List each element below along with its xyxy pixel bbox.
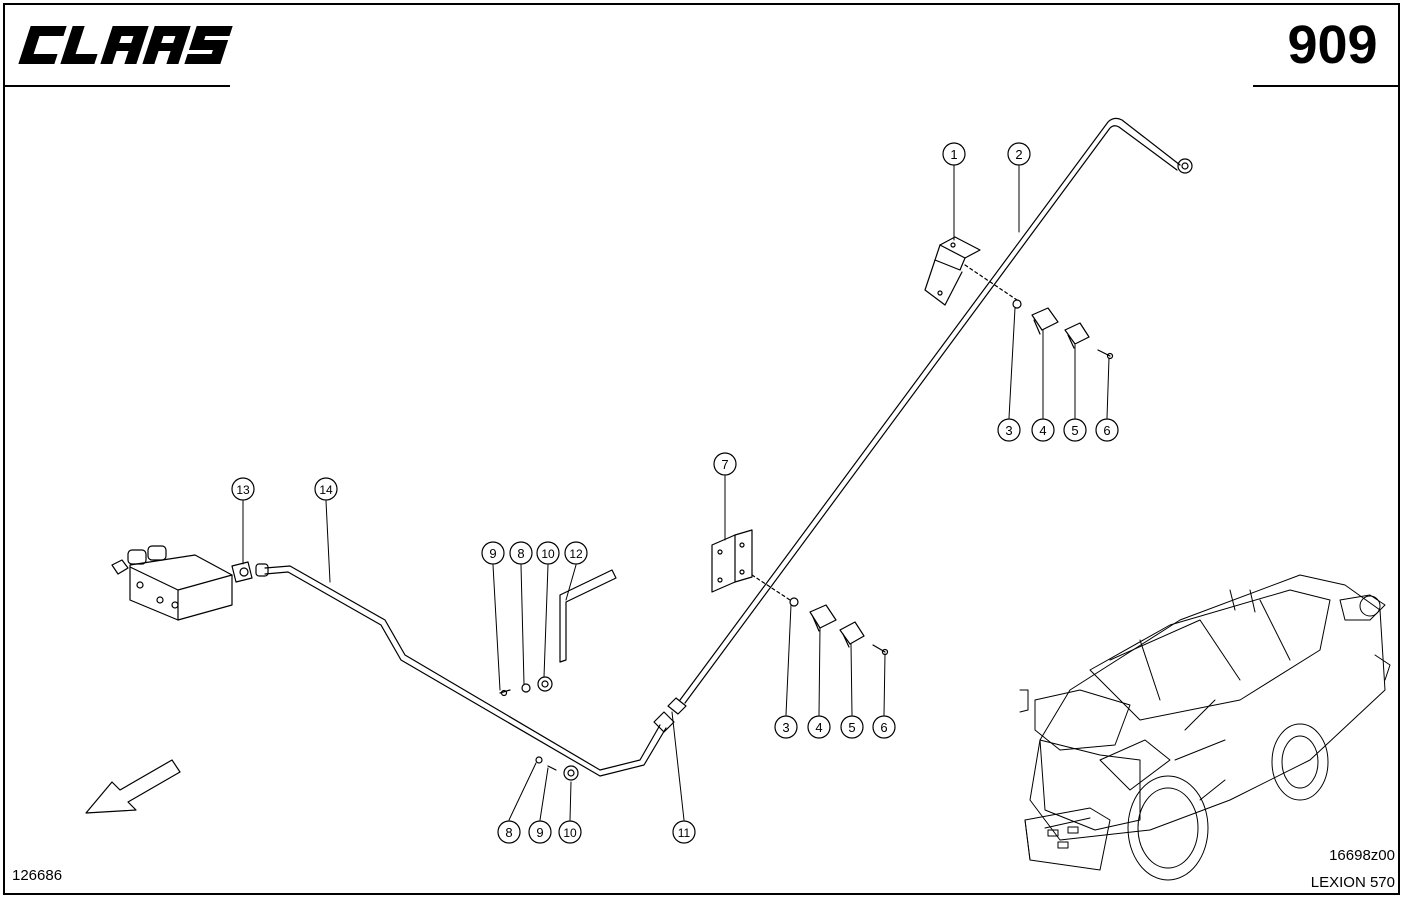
callout-4: 4 [807, 715, 831, 739]
clamp-group-upper [499, 676, 553, 697]
callout-5: 5 [1063, 418, 1087, 442]
pipe-connector [653, 697, 687, 733]
callout-label: 4 [815, 720, 822, 735]
callout-label: 5 [848, 720, 855, 735]
header-rule-left [5, 85, 230, 87]
callout-label: 9 [489, 546, 496, 561]
bracket-middle [711, 529, 753, 593]
callout-label: 14 [319, 483, 333, 497]
callout-label: 13 [236, 483, 250, 497]
header-rule-right [1253, 85, 1398, 87]
callout-label: 3 [782, 720, 789, 735]
bracket-top [924, 236, 981, 306]
claas-logo [18, 26, 233, 64]
pipe-short [255, 563, 667, 777]
callout-label: 10 [541, 547, 555, 561]
callout-6: 6 [1095, 418, 1119, 442]
combine-harvester-illustration [1019, 574, 1391, 881]
clip-set-bottom [751, 574, 889, 656]
callout-6: 6 [872, 715, 896, 739]
callout-14: 14 [314, 477, 338, 501]
callout-label: 8 [517, 546, 524, 561]
callout-8: 8 [497, 820, 521, 844]
callout-10: 10 [536, 541, 560, 565]
callout-label: 12 [569, 547, 583, 561]
callout-label: 1 [950, 147, 957, 162]
bracket-12 [559, 569, 617, 663]
callout-7: 7 [713, 452, 737, 476]
callout-label: 4 [1039, 423, 1046, 438]
callout-label: 2 [1015, 147, 1022, 162]
callout-label: 6 [1103, 423, 1110, 438]
callout-label: 6 [880, 720, 887, 735]
model-name: LEXION 570 [1310, 874, 1395, 891]
page-number: 909 [1287, 15, 1378, 75]
reference-code: 16698z00 [1329, 847, 1395, 864]
callout-label: 7 [721, 457, 728, 472]
clamp-group-lower [535, 756, 579, 781]
callout-label: 5 [1071, 423, 1078, 438]
callout-9: 9 [528, 820, 552, 844]
callout-label: 9 [536, 825, 543, 840]
callouts: 1 2 3 4 5 6 7 3 4 5 6 9 8 10 12 13 14 8 … [231, 142, 1119, 844]
clip-set-top [964, 264, 1114, 360]
callout-4: 4 [1031, 418, 1055, 442]
callout-3: 3 [997, 418, 1021, 442]
callout-11: 11 [672, 820, 696, 844]
callout-2: 2 [1007, 142, 1031, 166]
callout-9: 9 [481, 541, 505, 565]
callout-label: 10 [563, 826, 577, 840]
callout-3: 3 [774, 715, 798, 739]
callout-12: 12 [564, 541, 588, 565]
callout-8: 8 [509, 541, 533, 565]
callout-1: 1 [942, 142, 966, 166]
callout-5: 5 [840, 715, 864, 739]
direction-arrow [85, 759, 181, 814]
callout-label: 3 [1005, 423, 1012, 438]
callout-label: 11 [678, 826, 691, 840]
pipe-long [679, 117, 1193, 704]
callout-10: 10 [558, 820, 582, 844]
callout-label: 8 [505, 825, 512, 840]
fitting [231, 561, 253, 583]
callout-13: 13 [231, 477, 255, 501]
drawing-number: 126686 [12, 867, 63, 884]
leader-lines [242, 164, 1110, 821]
sheet-border [3, 3, 1400, 895]
valve-block [111, 545, 233, 621]
